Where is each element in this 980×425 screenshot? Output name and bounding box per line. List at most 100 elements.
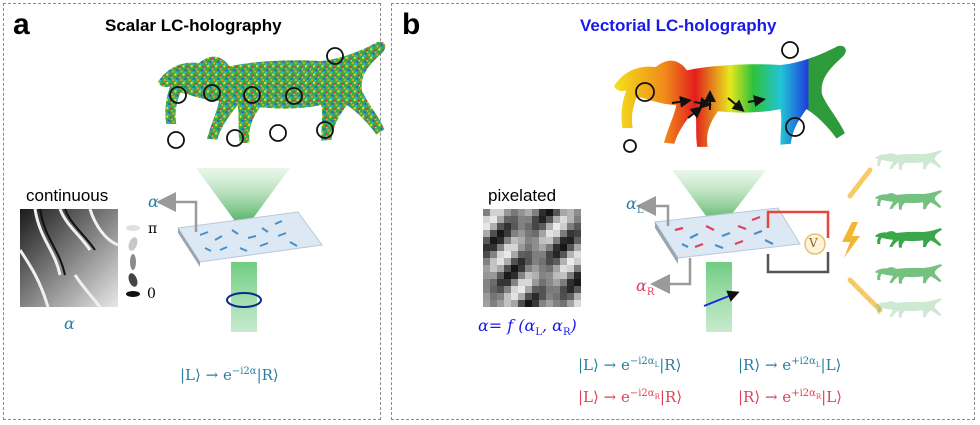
pixel-cell (504, 300, 511, 307)
pixel-cell (553, 286, 560, 293)
pixel-cell (497, 279, 504, 286)
pixel-cell (511, 272, 518, 279)
pixel-cell (539, 216, 546, 223)
pixel-cell (490, 286, 497, 293)
pixel-cell (567, 300, 574, 307)
pixel-cell (525, 223, 532, 230)
pixel-cell (532, 230, 539, 237)
pixel-cell (525, 300, 532, 307)
pixel-cell (567, 279, 574, 286)
pixel-cell (504, 209, 511, 216)
pixel-cell (518, 223, 525, 230)
pixel-cell (553, 216, 560, 223)
continuous-label: continuous (26, 186, 108, 206)
pixel-cell (532, 216, 539, 223)
pixel-cell (553, 209, 560, 216)
pixel-cell (532, 258, 539, 265)
pixel-cell (490, 237, 497, 244)
pixel-cell (553, 230, 560, 237)
pixel-cell (560, 293, 567, 300)
pixel-cell (539, 223, 546, 230)
pixel-cell (553, 251, 560, 258)
pixel-cell (539, 265, 546, 272)
laser-beam-a (231, 262, 257, 332)
pixel-cell (483, 223, 490, 230)
pixel-cell (532, 265, 539, 272)
pixel-cell (553, 244, 560, 251)
pixel-cell (560, 272, 567, 279)
pixel-cell (553, 258, 560, 265)
pixel-cell (539, 286, 546, 293)
pixel-cell (511, 265, 518, 272)
pixel-cell (518, 286, 525, 293)
pixel-cell (560, 230, 567, 237)
pixel-cell (483, 258, 490, 265)
pixel-cell (504, 237, 511, 244)
pixel-cell (504, 272, 511, 279)
equation-b4: |R⟩ → e+i2αR|L⟩ (738, 388, 842, 406)
lightning-bolt-icon (842, 222, 860, 258)
pixel-cell (518, 279, 525, 286)
pixel-cell (497, 258, 504, 265)
pixel-cell (546, 237, 553, 244)
pixel-cell (511, 216, 518, 223)
pixel-cell (539, 244, 546, 251)
pixel-cell (511, 251, 518, 258)
pixel-cell (511, 230, 518, 237)
pixel-cell (574, 237, 581, 244)
pixel-cell (532, 300, 539, 307)
pixel-cell (511, 286, 518, 293)
pixel-cell (490, 279, 497, 286)
pixel-cell (483, 300, 490, 307)
pixel-cell (546, 286, 553, 293)
pixel-cell (567, 265, 574, 272)
pixel-cell (504, 216, 511, 223)
pixel-cell (546, 223, 553, 230)
pixel-cell (539, 293, 546, 300)
pixel-cell (525, 293, 532, 300)
pixel-cell (560, 300, 567, 307)
pixel-cell (532, 293, 539, 300)
pixel-cell (518, 265, 525, 272)
pixelated-label: pixelated (488, 186, 556, 206)
pixel-cell (567, 244, 574, 251)
pixel-cell (532, 223, 539, 230)
pixel-cell (497, 223, 504, 230)
pixel-cell (532, 251, 539, 258)
pixel-cell (483, 209, 490, 216)
pixel-cell (525, 216, 532, 223)
pixel-cell (504, 230, 511, 237)
pixel-cell (504, 244, 511, 251)
pixel-cell (553, 265, 560, 272)
equation-b3: |L⟩ → e−i2αR|R⟩ (578, 388, 682, 406)
pixel-cell (525, 251, 532, 258)
map-alpha-symbol-a: α (64, 314, 75, 333)
alpha-formula: α= f (αL, αR) (478, 316, 577, 338)
pixel-cell (490, 258, 497, 265)
pixel-cell (553, 293, 560, 300)
pixel-cell (532, 279, 539, 286)
pixel-cell (483, 265, 490, 272)
pixel-cell (546, 209, 553, 216)
continuous-phase-map (20, 209, 118, 307)
pixel-cell (553, 223, 560, 230)
alpha-symbol-a: α (148, 192, 159, 211)
pixel-cell (483, 244, 490, 251)
pixel-cell (483, 216, 490, 223)
pixel-cell (546, 216, 553, 223)
pixel-cell (511, 244, 518, 251)
zero-label: 0 (147, 286, 156, 302)
pixel-cell (574, 251, 581, 258)
pixel-cell (574, 223, 581, 230)
pixel-cell (546, 244, 553, 251)
pixel-cell (532, 244, 539, 251)
pixel-cell (546, 293, 553, 300)
pixel-cell (560, 251, 567, 258)
pixel-cell (574, 265, 581, 272)
pixel-cell (490, 265, 497, 272)
pixel-cell (532, 272, 539, 279)
pixel-cell (546, 279, 553, 286)
pixel-cell (490, 300, 497, 307)
pixel-cell (574, 293, 581, 300)
pixel-cell (511, 258, 518, 265)
